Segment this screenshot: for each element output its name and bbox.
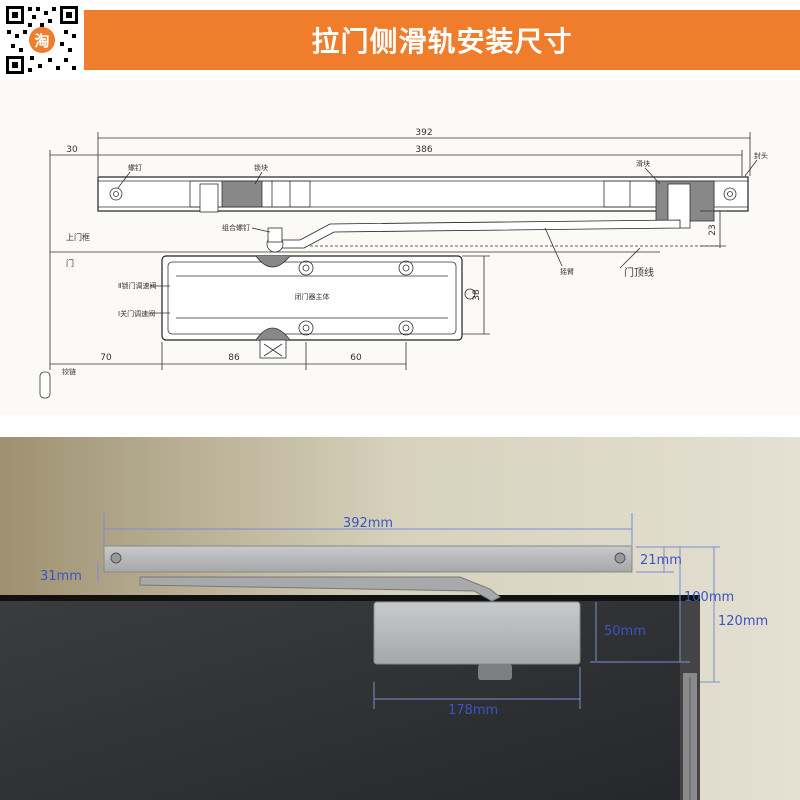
photo-dim-31: 31mm: [40, 569, 82, 584]
label-screw: 螺钉: [128, 163, 142, 172]
dim-right-offset: 23: [708, 224, 718, 235]
photo-dim-178: 178mm: [448, 703, 498, 718]
qr-code-icon: 淘: [4, 4, 80, 76]
label-lock-block: 锁块: [254, 163, 268, 172]
label-body: 闭门器主体: [295, 292, 330, 301]
photo-dim-50: 50mm: [604, 624, 646, 639]
photo-dim-392: 392mm: [343, 516, 393, 531]
title-banner: 拉门侧滑轨安装尺寸: [84, 10, 800, 70]
label-upper-frame: 上门框: [66, 232, 90, 242]
qr-badge-char: 淘: [33, 32, 49, 50]
dim-right-60: 60: [350, 353, 362, 363]
label-slide-block: 滑块: [636, 159, 650, 168]
label-valve-2: Ⅱ锁门调速阀: [118, 281, 156, 290]
photo-dim-21: 21mm: [640, 553, 682, 568]
label-combo-screw: 组合螺钉: [222, 223, 250, 232]
label-end-cap: 封头: [754, 151, 768, 160]
dim-inner: 386: [415, 145, 432, 155]
page-title: 拉门侧滑轨安装尺寸: [311, 25, 573, 58]
technical-drawing: 392 386 30 70 86 60 闭门器主体 38 23 螺钉 锁块 滑块…: [0, 80, 800, 415]
photo-dim-120: 120mm: [718, 614, 768, 629]
installation-photo: 392mm 21mm 31mm 100mm 120mm 50mm 178mm: [0, 437, 800, 800]
label-door: 门: [66, 258, 74, 268]
photo-dim-100: 100mm: [684, 590, 734, 605]
label-rocker-arm: 摇臂: [560, 267, 574, 276]
dim-total: 392: [415, 128, 432, 138]
dim-left-offset: 30: [66, 145, 78, 155]
dim-left-70: 70: [100, 353, 112, 363]
dim-mid-86: 86: [228, 353, 240, 363]
label-valve-1: Ⅰ关门调速阀: [118, 309, 155, 318]
divider: [0, 415, 800, 437]
header: 淘 拉门侧滑轨安装尺寸: [0, 0, 800, 80]
dim-body-height: 38: [472, 289, 482, 301]
label-hinge: 铰链: [62, 367, 76, 376]
label-door-top-line: 门顶线: [624, 266, 654, 279]
